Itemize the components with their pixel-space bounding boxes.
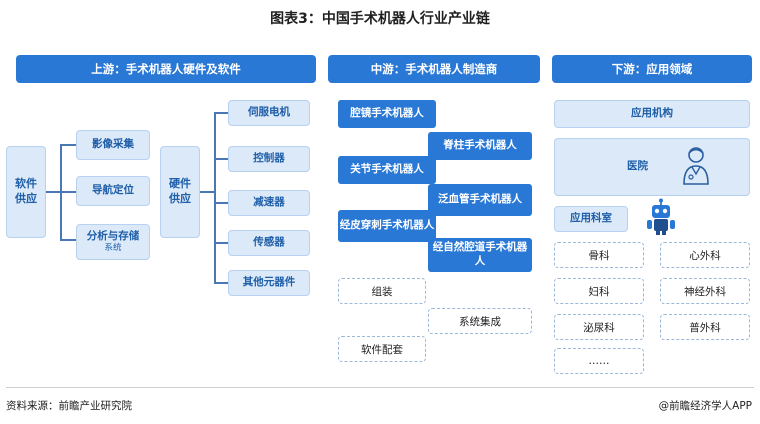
doctor-icon — [683, 147, 709, 185]
hospital-label: 医院 — [627, 160, 648, 173]
robot-natural-orifice: 经自然腔道手术机器人 — [428, 238, 532, 272]
downstream-header: 下游：应用领域 — [552, 55, 752, 83]
robot-vascular: 泛血管手术机器人 — [428, 184, 532, 216]
hardware-item-controller: 控制器 — [228, 146, 310, 172]
dept-urology: 泌尿科 — [554, 314, 644, 340]
connector — [214, 112, 216, 283]
analysis-label: 分析与存储 — [86, 230, 140, 243]
midstream-header: 中游：手术机器人制造商 — [328, 55, 540, 83]
connector — [214, 282, 228, 284]
hospital-box: 医院 — [554, 138, 750, 196]
dept-general-surgery: 普外科 — [660, 314, 750, 340]
service-integration: 系统集成 — [428, 308, 532, 334]
hardware-item-sensor: 传感器 — [228, 230, 310, 256]
source-note: 资料来源：前瞻产业研究院 — [6, 400, 132, 412]
robot-joint: 关节手术机器人 — [338, 156, 436, 184]
software-supply-box: 软件供应 — [6, 146, 46, 238]
connector — [60, 191, 76, 193]
hardware-item-servo: 伺服电机 — [228, 100, 310, 126]
dept-cardiac: 心外科 — [660, 242, 750, 268]
connector — [214, 158, 228, 160]
connector — [60, 239, 76, 241]
robot-spine: 脊柱手术机器人 — [428, 132, 532, 160]
connector — [214, 242, 228, 244]
analysis-sub-label: 系统 — [104, 243, 122, 254]
page-title: 图表3：中国手术机器人行业产业链 — [270, 11, 490, 27]
brand-note: @前瞻经济学人APP — [658, 400, 752, 412]
software-item-analysis: 分析与存储 系统 — [76, 224, 150, 260]
hardware-supply-box: 硬件供应 — [160, 146, 200, 238]
robot-icon — [647, 198, 675, 235]
service-assembly: 组装 — [338, 278, 426, 304]
hardware-item-reducer: 减速器 — [228, 190, 310, 216]
software-item-imaging: 影像采集 — [76, 130, 150, 160]
dept-gynecology: 妇科 — [554, 278, 644, 304]
connector — [214, 202, 228, 204]
dept-neurosurgery: 神经外科 — [660, 278, 750, 304]
connector — [214, 112, 228, 114]
hardware-item-other: 其他元器件 — [228, 270, 310, 296]
departments-label: 应用科室 — [554, 206, 628, 232]
robot-percutaneous: 经皮穿刺手术机器人 — [338, 210, 436, 242]
upstream-header: 上游：手术机器人硬件及软件 — [16, 55, 316, 83]
dept-orthopedics: 骨科 — [554, 242, 644, 268]
footer-divider — [6, 387, 754, 388]
connector — [200, 191, 214, 193]
institutions-box: 应用机构 — [554, 100, 750, 128]
robot-laparoscopic: 腔镜手术机器人 — [338, 100, 436, 128]
connector — [60, 144, 76, 146]
software-item-navigation: 导航定位 — [76, 176, 150, 206]
service-software: 软件配套 — [338, 336, 426, 362]
connector — [46, 191, 60, 193]
hardware-supply-label: 硬件供应 — [169, 177, 191, 205]
dept-more: …… — [554, 348, 644, 374]
software-supply-label: 软件供应 — [15, 177, 37, 205]
